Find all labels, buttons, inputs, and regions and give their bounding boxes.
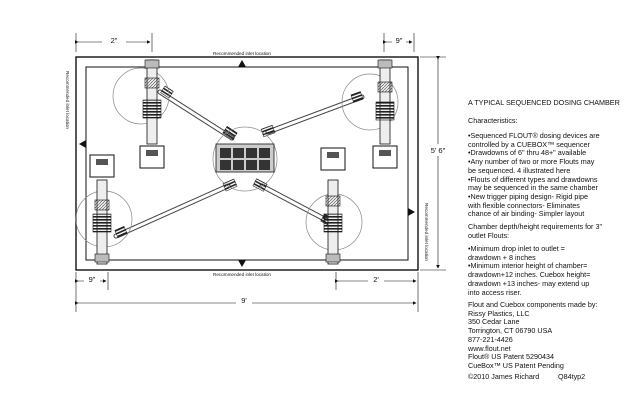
maker-line: 877-221-4426 bbox=[468, 334, 513, 344]
characteristics-line: •New trigger piping design- Rigid pipe bbox=[468, 191, 588, 201]
flout-unit-bottom-right bbox=[305, 147, 363, 265]
inlet-note-left: Recommended inlet location bbox=[65, 71, 70, 129]
maker-line: www.flout.net bbox=[468, 343, 511, 353]
characteristics-line: be sequenced. 4 illustrated here bbox=[468, 165, 571, 175]
maker-line: Rissy Plastics, LLC bbox=[468, 308, 530, 318]
characteristics-line: may be sequenced in the same chamber bbox=[468, 183, 598, 193]
depth-item-line: drawdown+12 inches. Cuebox height= bbox=[468, 270, 591, 280]
drawing-id: Q84typ2 bbox=[558, 372, 586, 381]
depth-item-line: •Minimum interior height of chamber= bbox=[468, 261, 588, 271]
characteristics-line: •Drawdowns of 6" thru 48+" available bbox=[468, 148, 587, 158]
maker-line: Flout and Cuebox components made by: bbox=[468, 300, 598, 309]
characteristics-line: with flexible connectors- Eliminates bbox=[468, 200, 580, 210]
dim-label-bottom-left: 9" bbox=[89, 275, 96, 284]
dim-label-bottom-right: 2' bbox=[373, 275, 379, 284]
inlet-note-bottom: Recommended inlet location bbox=[213, 272, 271, 277]
inlet-marker-top bbox=[238, 60, 246, 67]
inlet-marker-left bbox=[79, 140, 86, 148]
maker-line: CueBox™ US Patent Pending bbox=[468, 360, 564, 370]
copyright: ©2010 James Richard bbox=[468, 372, 540, 381]
characteristics-line: •Any number of two or more Flouts may bbox=[468, 157, 595, 167]
inlet-note-right: Recommended inlet location bbox=[424, 203, 429, 261]
depth-item-line: •Minimum drop inlet to outlet = bbox=[468, 244, 565, 253]
cuebox-sequencer bbox=[212, 126, 278, 192]
chamber-outer-wall bbox=[75, 56, 419, 271]
dim-label-top-right: 9" bbox=[396, 36, 403, 45]
characteristics-line: •Flouts of different types and drawdowns bbox=[468, 174, 598, 184]
flout-unit-top-left bbox=[112, 59, 170, 169]
characteristics-line: controlled by a CUEBOX™ sequencer bbox=[468, 139, 590, 149]
trigger-piping bbox=[113, 89, 365, 239]
depth-heading-line: Chamber depth/height requirements for 3" bbox=[468, 222, 602, 231]
description-panel: A TYPICAL SEQUENCED DOSING CHAMBER Chara… bbox=[468, 0, 638, 414]
characteristics-line: chance of air binding- Simpler layout bbox=[468, 209, 585, 219]
maker-line: Flout® US Patent 5290434 bbox=[468, 352, 555, 362]
dim-label-top-left: 2" bbox=[111, 36, 118, 45]
inlet-note-top: Recommended inlet location bbox=[213, 51, 271, 56]
depth-item-line: into access riser. bbox=[468, 287, 522, 297]
characteristics-heading: Characteristics: bbox=[468, 116, 518, 125]
maker-line: Torrington, CT 06790 USA bbox=[468, 326, 553, 336]
chamber-inner-wall bbox=[85, 66, 409, 261]
inlet-marker-bottom bbox=[238, 260, 246, 267]
flout-unit-top-right bbox=[341, 59, 399, 169]
depth-item-line: drawdown + 8 inches bbox=[468, 252, 536, 262]
depth-heading-line: outlet Flouts: bbox=[468, 230, 510, 240]
panel-title: A TYPICAL SEQUENCED DOSING CHAMBER bbox=[468, 98, 620, 107]
dim-label-overall-length: 9' bbox=[241, 296, 247, 305]
depth-item-line: drawdown +13 inches- may extend up bbox=[468, 278, 590, 288]
characteristics-line: •Sequenced FLOUT® dosing devices are bbox=[468, 131, 600, 140]
maker-line: 350 Cedar Lane bbox=[468, 317, 520, 327]
flout-unit-bottom-left bbox=[75, 154, 133, 265]
dim-label-overall-height: 5' 6" bbox=[431, 146, 446, 155]
inlet-marker-right bbox=[408, 208, 415, 216]
